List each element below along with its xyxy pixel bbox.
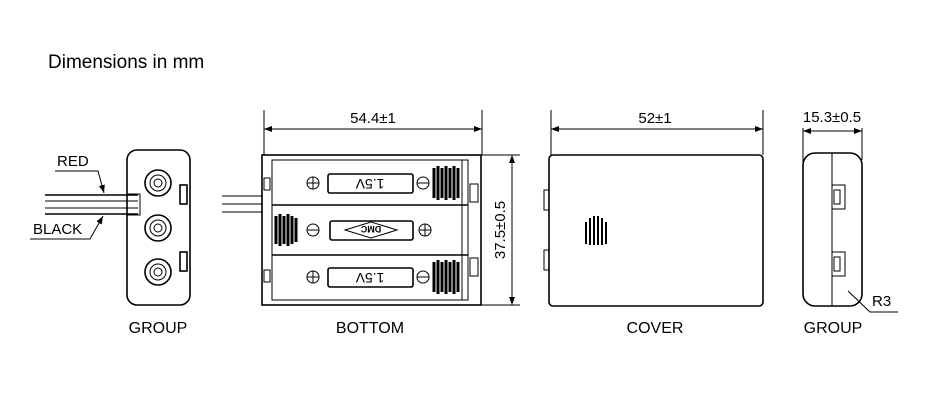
- black-wire-label: BLACK: [33, 221, 82, 238]
- wires: [45, 193, 141, 216]
- cover-label: COVER: [627, 320, 684, 337]
- battery-slot-3: 1.5V: [306, 260, 460, 294]
- bottom-view: 1.5V DMC 1.5V 54.4±1 37.5±0.5: [222, 110, 520, 337]
- group-left-view: RED BLACK GROUP: [30, 149, 191, 337]
- battery-voltage-label: 1.5V: [355, 176, 384, 192]
- group-right-view: 15.3±0.5 R3 GROUP: [802, 109, 898, 337]
- battery-logo: DMC: [360, 224, 381, 234]
- battery-voltage-label: 1.5V: [355, 270, 384, 286]
- title: Dimensions in mm: [48, 52, 204, 73]
- bottom-label: BOTTOM: [336, 320, 404, 337]
- terminal-icon: [144, 169, 172, 286]
- bottom-width-dimension: 54.4±1: [350, 110, 396, 127]
- group-right-label: GROUP: [804, 320, 863, 337]
- bottom-height-dimension: 37.5±0.5: [492, 201, 509, 259]
- red-wire-label: RED: [57, 153, 89, 170]
- battery-slot-1: 1.5V: [306, 166, 460, 200]
- group-left-label: GROUP: [129, 320, 188, 337]
- battery-slot-2: DMC: [274, 214, 432, 246]
- group-depth-dimension: 15.3±0.5: [803, 109, 861, 126]
- cover-view: 52±1 COVER: [543, 110, 764, 337]
- radius-label: R3: [872, 293, 891, 310]
- cover-width-dimension: 52±1: [638, 110, 671, 127]
